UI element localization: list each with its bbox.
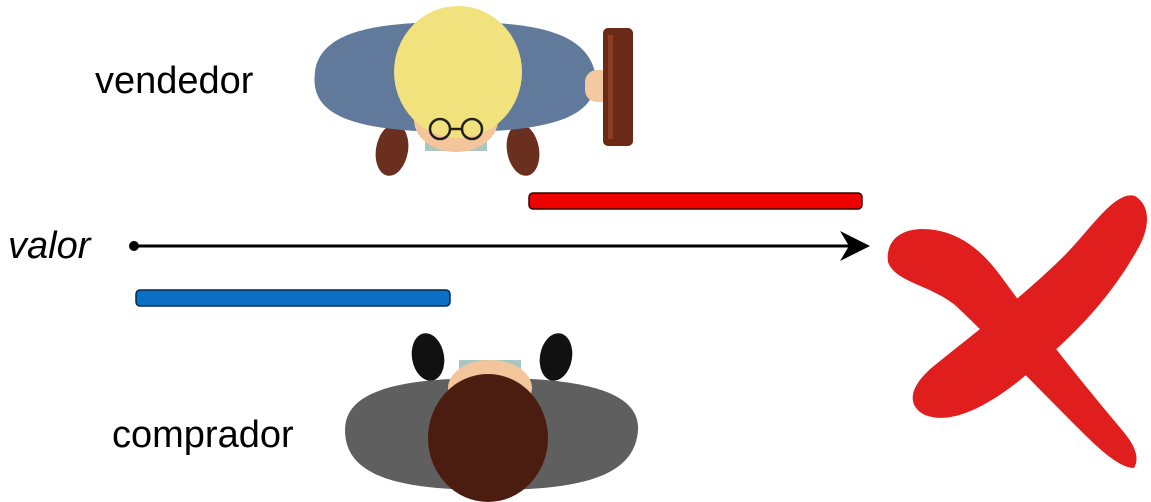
- buyer-left-shoe: [408, 331, 448, 384]
- seller-right-shoe: [503, 122, 544, 179]
- buyer-right-shoe: [536, 331, 576, 384]
- red-x-cross-icon: [888, 195, 1147, 468]
- buyer-range-bar: [136, 290, 450, 306]
- value-axis: [129, 241, 864, 251]
- buyer-hair: [428, 374, 548, 502]
- buyer-person-icon: [345, 331, 638, 502]
- seller-hair: [394, 6, 522, 138]
- seller-person-icon: [314, 6, 623, 178]
- briefcase-icon: [603, 28, 633, 146]
- seller-range-bar: [529, 193, 862, 209]
